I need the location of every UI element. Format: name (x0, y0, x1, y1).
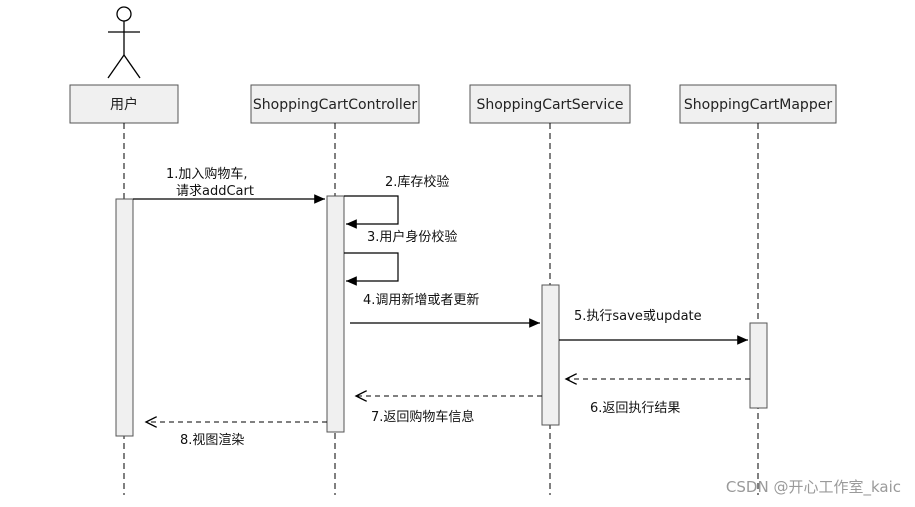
participant-service: ShoppingCartService (469, 84, 631, 124)
activation-mapper (749, 322, 768, 409)
activation-service (541, 284, 560, 426)
activation-user (115, 198, 134, 437)
activation-controller (326, 195, 345, 433)
participant-user: 用户 (69, 84, 179, 124)
message-7-label: 7.返回购物车信息 (371, 409, 474, 425)
participant-mapper-label: ShoppingCartMapper (684, 97, 832, 113)
message-6-label: 6.返回执行结果 (590, 401, 680, 416)
message-1-label-line1: 1.加入购物车, (166, 166, 248, 182)
watermark: CSDN @开心工作室_kaic (725, 478, 901, 496)
message-1-label-line2: 请求addCart (176, 184, 254, 199)
participant-controller-label: ShoppingCartController (253, 97, 417, 113)
message-8-label: 8.视图渲染 (180, 433, 244, 448)
message-4-label: 4.调用新增或者更新 (363, 292, 479, 308)
participant-mapper: ShoppingCartMapper (679, 84, 837, 124)
participant-controller: ShoppingCartController (250, 84, 420, 124)
participant-service-label: ShoppingCartService (476, 97, 623, 113)
message-2-label: 2.库存校验 (385, 174, 449, 190)
message-2-arrow (344, 195, 399, 229)
participant-user-label: 用户 (110, 96, 138, 113)
message-5-label: 5.执行save或update (574, 309, 702, 324)
message-3-arrow (344, 252, 399, 286)
user-actor-icon (107, 6, 141, 79)
message-3-label: 3.用户身份校验 (367, 229, 457, 245)
